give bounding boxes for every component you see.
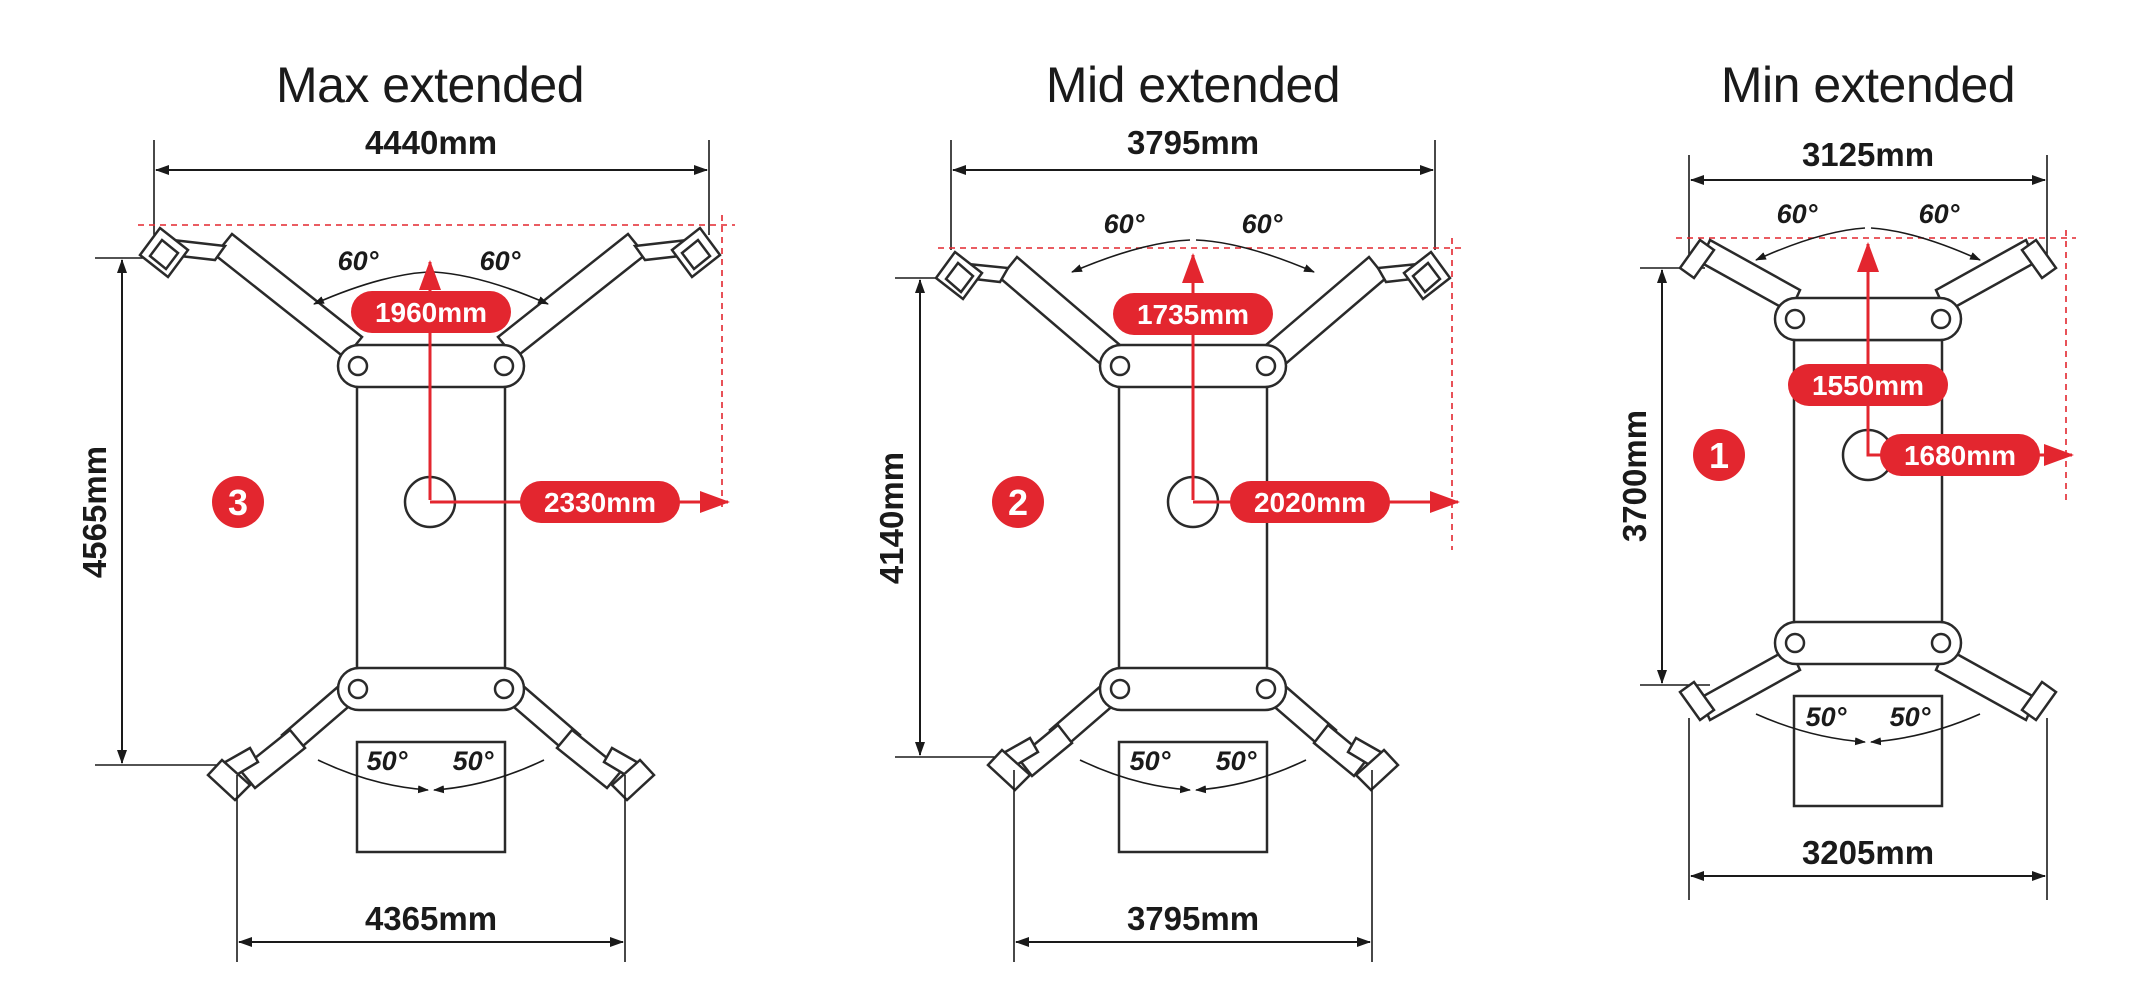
top-right-arm xyxy=(1934,238,2058,314)
diagram-min-extended: Min extended 3125mm 3700mm xyxy=(1616,57,2076,900)
height-dimension: 3700mm xyxy=(1616,267,1710,686)
base-plate xyxy=(1117,740,1269,854)
front-reach-label: 1550mm xyxy=(1812,370,1924,401)
height-label: 3700mm xyxy=(1616,410,1653,542)
bottom-width-label: 3205mm xyxy=(1802,834,1934,871)
angle-top-right: 60° xyxy=(480,246,521,276)
top-right-arm xyxy=(1257,250,1452,374)
bottom-width-dimension: 3795mm xyxy=(1013,770,1373,962)
diagram-title: Max extended xyxy=(276,57,584,113)
bottom-right-arm xyxy=(506,683,656,802)
top-width-dimension: 3795mm xyxy=(950,124,1436,250)
top-left-arm xyxy=(1678,238,1802,314)
top-width-dimension: 3125mm xyxy=(1688,136,2048,255)
bottom-width-label: 3795mm xyxy=(1127,900,1259,937)
top-width-label: 4440mm xyxy=(365,124,497,161)
front-reach-label: 1960mm xyxy=(375,297,487,328)
angle-top-left: 60° xyxy=(1777,199,1818,229)
front-reach-badge xyxy=(1788,364,1948,406)
front-reach-badge xyxy=(1113,293,1273,335)
top-width-label: 3795mm xyxy=(1127,124,1259,161)
step-number-badge xyxy=(992,476,1044,528)
side-reach-label: 2330mm xyxy=(544,487,656,518)
angle-bottom-left: 50° xyxy=(367,746,408,776)
top-right-arm xyxy=(496,226,722,360)
angle-bottom-right: 50° xyxy=(1890,702,1931,732)
bottom-crossbar xyxy=(1773,620,1963,666)
height-dimension: 4565mm xyxy=(76,257,230,766)
bottom-left-arm xyxy=(986,683,1118,792)
angle-bottom-left: 50° xyxy=(1130,746,1171,776)
step-number: 3 xyxy=(228,482,248,523)
diagram-title: Mid extended xyxy=(1046,57,1340,113)
angle-top-left: 60° xyxy=(338,246,379,276)
front-reach-label: 1735mm xyxy=(1137,299,1249,330)
angle-top-left: 60° xyxy=(1104,209,1145,239)
side-reach-badge xyxy=(520,481,680,523)
height-dimension: 4140mm xyxy=(873,277,1010,758)
bottom-right-arm xyxy=(1268,683,1400,792)
bottom-width-dimension: 3205mm xyxy=(1688,718,2048,900)
top-width-dimension: 4440mm xyxy=(153,124,710,235)
bottom-crossbar xyxy=(336,666,526,712)
angle-bottom-left: 50° xyxy=(1806,702,1847,732)
angle-top-right: 60° xyxy=(1242,209,1283,239)
step-number-badge xyxy=(1693,429,1745,481)
height-label: 4140mm xyxy=(873,452,910,584)
bottom-width-label: 4365mm xyxy=(365,900,497,937)
front-reach-badge xyxy=(351,291,511,333)
diagram-title: Min extended xyxy=(1721,57,2015,113)
step-number-badge xyxy=(212,476,264,528)
diagram-max-extended: Max extended 4440mm 4565mm xyxy=(76,57,735,962)
base-plate xyxy=(355,740,507,854)
side-reach-label: 2020mm xyxy=(1254,487,1366,518)
top-width-label: 3125mm xyxy=(1802,136,1934,173)
bottom-crossbar xyxy=(1098,666,1288,712)
height-label: 4565mm xyxy=(76,446,113,578)
step-number: 1 xyxy=(1709,435,1729,476)
angle-top-right: 60° xyxy=(1919,199,1960,229)
bottom-width-dimension: 4365mm xyxy=(236,775,626,962)
bottom-left-arm xyxy=(206,683,356,802)
top-left-arm xyxy=(138,226,364,360)
diagram-mid-extended: Mid extended 3795mm 4140mm xyxy=(873,57,1462,962)
angle-bottom-right: 50° xyxy=(1216,746,1257,776)
side-reach-badge xyxy=(1880,434,2040,476)
angle-bottom-right: 50° xyxy=(453,746,494,776)
side-reach-label: 1680mm xyxy=(1904,440,2016,471)
top-left-arm xyxy=(934,250,1129,374)
side-reach-badge xyxy=(1230,481,1390,523)
step-number: 2 xyxy=(1008,482,1028,523)
base-plate xyxy=(1792,694,1944,808)
